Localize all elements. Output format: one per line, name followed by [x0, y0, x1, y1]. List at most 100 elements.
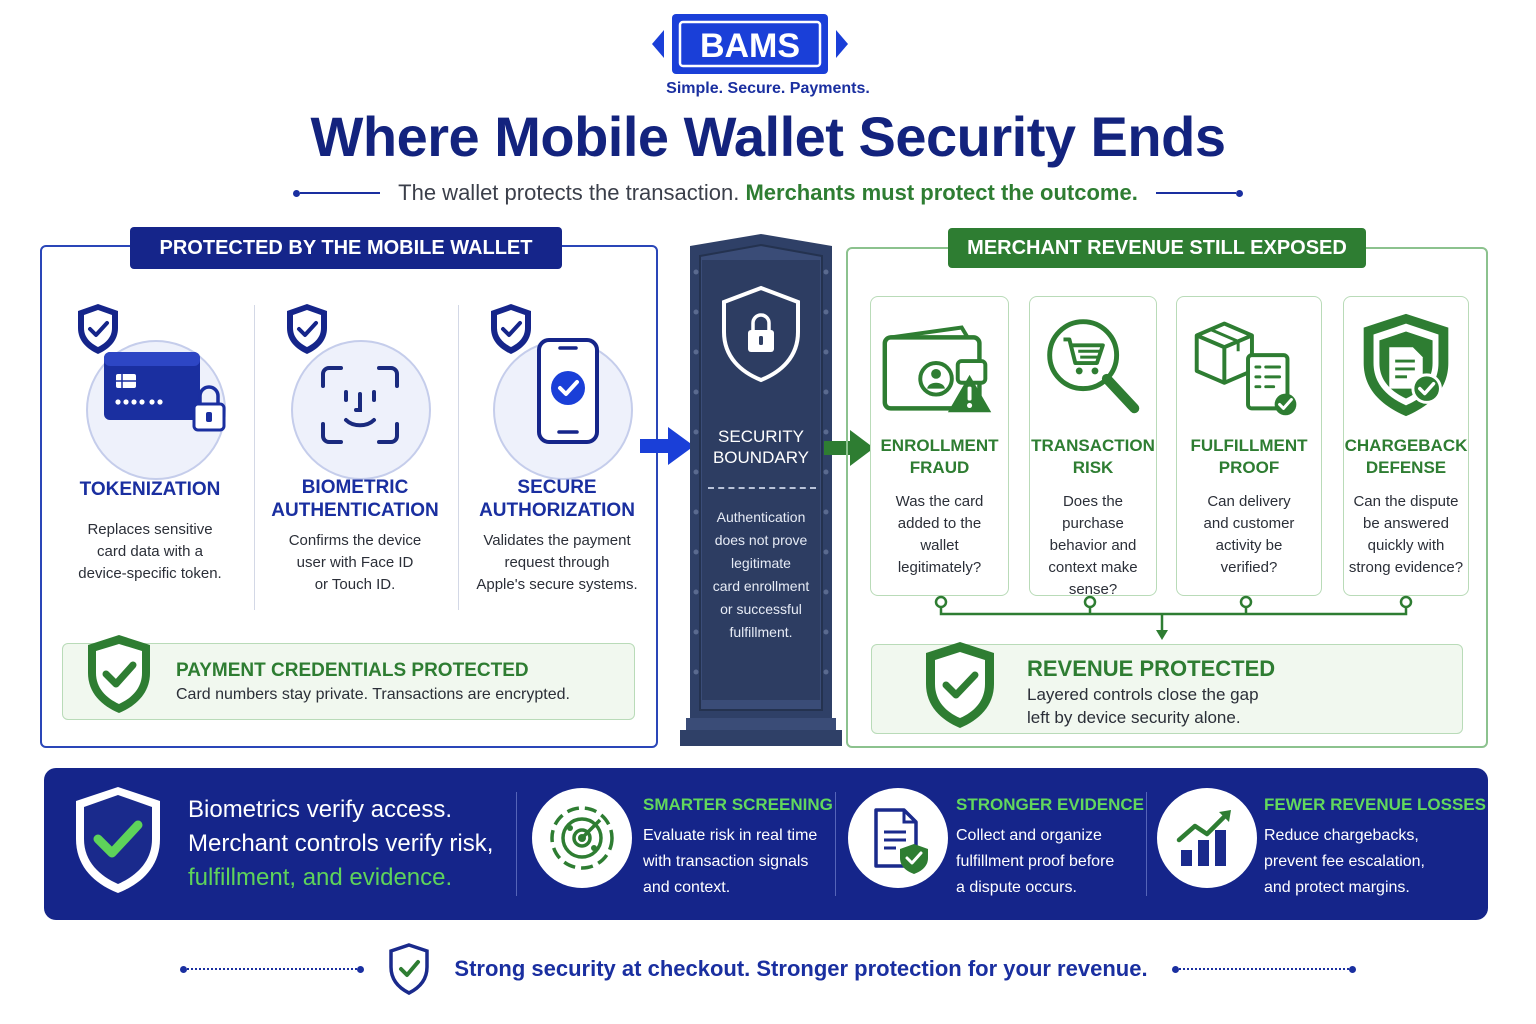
banner-divider — [835, 792, 836, 896]
feature-title-line: SECURE — [517, 477, 597, 498]
growth-chart-icon — [1176, 810, 1231, 866]
subtitle-part2: Merchants must protect the outcome. — [745, 180, 1138, 205]
feature-desc-line: request through — [504, 554, 610, 571]
feature-secure-authorization: SECURE AUTHORIZATION Validates the payme… — [457, 300, 657, 610]
arrow-right-icon — [824, 430, 874, 466]
pillar-title-line: SECURITY — [718, 427, 804, 446]
phone-check-icon — [537, 338, 599, 444]
feature-desc-line: Replaces sensitive — [87, 521, 213, 538]
banner-item-desc: Reduce chargebacks, prevent fee escalati… — [1264, 823, 1425, 901]
banner-item-title: STRONGER EVIDENCE — [956, 795, 1144, 814]
card-title-line: TRANSACTION — [1031, 436, 1155, 455]
banner-item-desc: Evaluate risk in real time with transact… — [643, 823, 817, 901]
pillar-desc-line: does not prove — [714, 532, 808, 548]
card-transaction-risk: TRANSACTION RISK Does the purchase behav… — [1029, 296, 1157, 598]
document-shield-icon — [874, 808, 928, 874]
feature-desc-line: Confirms the device — [288, 532, 422, 549]
pillar-desc-line: fulfillment. — [729, 624, 793, 640]
pillar-desc-line: Authentication — [716, 509, 806, 525]
subtitle-row: The wallet protects the transaction. Mer… — [0, 178, 1536, 208]
card-title: FULFILLMENT PROOF — [1177, 435, 1321, 479]
feature-title: SECURE AUTHORIZATION — [457, 476, 657, 522]
banner-divider — [1146, 792, 1147, 896]
banner-item-title: SMARTER SCREENING — [643, 795, 833, 814]
card-title-line: FULFILLMENT — [1190, 436, 1308, 455]
green-shield-check-icon — [88, 635, 150, 713]
card-desc-line: behavior and — [1049, 537, 1137, 554]
banner-desc-line: Evaluate risk in real time — [643, 827, 818, 844]
card-desc: Was the card added to the wallet legitim… — [875, 491, 1004, 579]
credit-card-lock-icon — [104, 352, 226, 432]
credentials-title: PAYMENT CREDENTIALS PROTECTED — [176, 660, 529, 681]
card-title-line: RISK — [1072, 458, 1114, 477]
credentials-desc: Card numbers stay private. Transactions … — [176, 686, 570, 703]
card-title: TRANSACTION RISK — [1030, 435, 1156, 479]
security-boundary-pillar — [680, 234, 842, 746]
right-panel-header: MERCHANT REVENUE STILL EXPOSED — [948, 228, 1366, 268]
card-title-line: CHARGEBACK — [1344, 436, 1468, 455]
card-title: CHARGEBACK DEFENSE — [1344, 435, 1468, 479]
feature-tokenization: TOKENIZATION Replaces sensitive card dat… — [50, 300, 250, 610]
face-id-icon — [321, 366, 399, 444]
revenue-title: REVENUE PROTECTED — [1027, 656, 1276, 681]
pillar-desc-line: card enrollment — [712, 578, 810, 594]
banner-icon-circle — [1157, 788, 1257, 888]
subtitle: The wallet protects the transaction. Mer… — [398, 180, 1138, 206]
card-desc-line: Can the dispute — [1353, 493, 1459, 510]
divider — [254, 305, 255, 610]
banner-desc-line: with transaction signals — [643, 853, 809, 870]
footer-shield-check-icon — [389, 943, 430, 995]
card-chargeback-defense: CHARGEBACK DEFENSE Can the dispute be an… — [1343, 296, 1469, 596]
card-title-line: DEFENSE — [1365, 458, 1447, 477]
feature-desc-line: Validates the payment — [483, 532, 631, 549]
card-fulfillment-proof: FULFILLMENT PROOF Can delivery and custo… — [1176, 296, 1322, 596]
pillar-desc-line: legitimate — [731, 555, 791, 571]
card-desc: Can the dispute be answered quickly with… — [1348, 491, 1464, 579]
card-desc-line: quickly with — [1367, 537, 1445, 554]
banner-desc-line: Reduce chargebacks, — [1264, 827, 1419, 844]
tagline: Simple. Secure. Payments. — [666, 80, 870, 97]
card-desc-line: legitimately? — [897, 559, 982, 576]
banner-icon-circle — [532, 788, 632, 888]
banner-desc-line: a dispute occurs. — [956, 879, 1077, 896]
feature-desc: Replaces sensitive card data with a devi… — [50, 519, 250, 585]
svg-text:BAMS: BAMS — [700, 27, 800, 65]
footer-line-right — [1171, 965, 1356, 973]
feature-title-line: AUTHENTICATION — [271, 500, 439, 521]
card-desc-line: context make — [1048, 559, 1138, 576]
card-title-line: ENROLLMENT — [880, 436, 999, 455]
banner-desc-line: and context. — [643, 879, 731, 896]
wallet-warning-icon — [882, 325, 992, 413]
package-checklist-icon — [1194, 321, 1297, 416]
radar-icon — [550, 806, 614, 870]
feature-desc-line: device-specific token. — [78, 565, 222, 582]
feature-desc: Validates the payment request through Ap… — [457, 530, 657, 596]
banner-shield-check-icon — [76, 787, 160, 893]
revenue-desc: Layered controls close the gap left by d… — [1027, 683, 1259, 729]
pillar-divider — [708, 487, 816, 489]
bams-logo: BAMS — [652, 14, 848, 74]
banner-line2: Merchant controls verify risk, — [188, 830, 494, 857]
green-shield-check-icon — [926, 642, 994, 728]
banner-icon-circle — [848, 788, 948, 888]
feature-desc-line: card data with a — [97, 543, 203, 560]
card-desc-line: verified? — [1220, 559, 1278, 576]
banner-desc-line: and protect margins. — [1264, 879, 1410, 896]
card-enrollment-fraud: ENROLLMENT FRAUD Was the card added to t… — [870, 296, 1009, 596]
banner-item-desc: Collect and organize fulfillment proof b… — [956, 823, 1114, 901]
banner-line1: Biometrics verify access. — [188, 796, 453, 823]
pillar-title: SECURITY BOUNDARY — [700, 426, 822, 468]
page-title: Where Mobile Wallet Security Ends — [310, 105, 1226, 168]
card-desc-line: Does the purchase — [1062, 493, 1124, 532]
revenue-desc-line: left by device security alone. — [1027, 708, 1241, 727]
feature-biometric-authentication: BIOMETRIC AUTHENTICATION Confirms the de… — [255, 300, 455, 610]
footer-text: Strong security at checkout. Stronger pr… — [454, 956, 1148, 981]
feature-desc-line: Apple's secure systems. — [476, 576, 638, 593]
feature-desc-line: or Touch ID. — [314, 576, 396, 593]
card-desc-line: Was the card — [895, 493, 984, 510]
card-desc: Does the purchase behavior and context m… — [1034, 491, 1152, 601]
divider — [458, 305, 459, 610]
banner-desc-line: fulfillment proof before — [956, 853, 1115, 870]
card-desc-line: added to the — [897, 515, 982, 532]
shield-document-icon — [1363, 313, 1449, 417]
